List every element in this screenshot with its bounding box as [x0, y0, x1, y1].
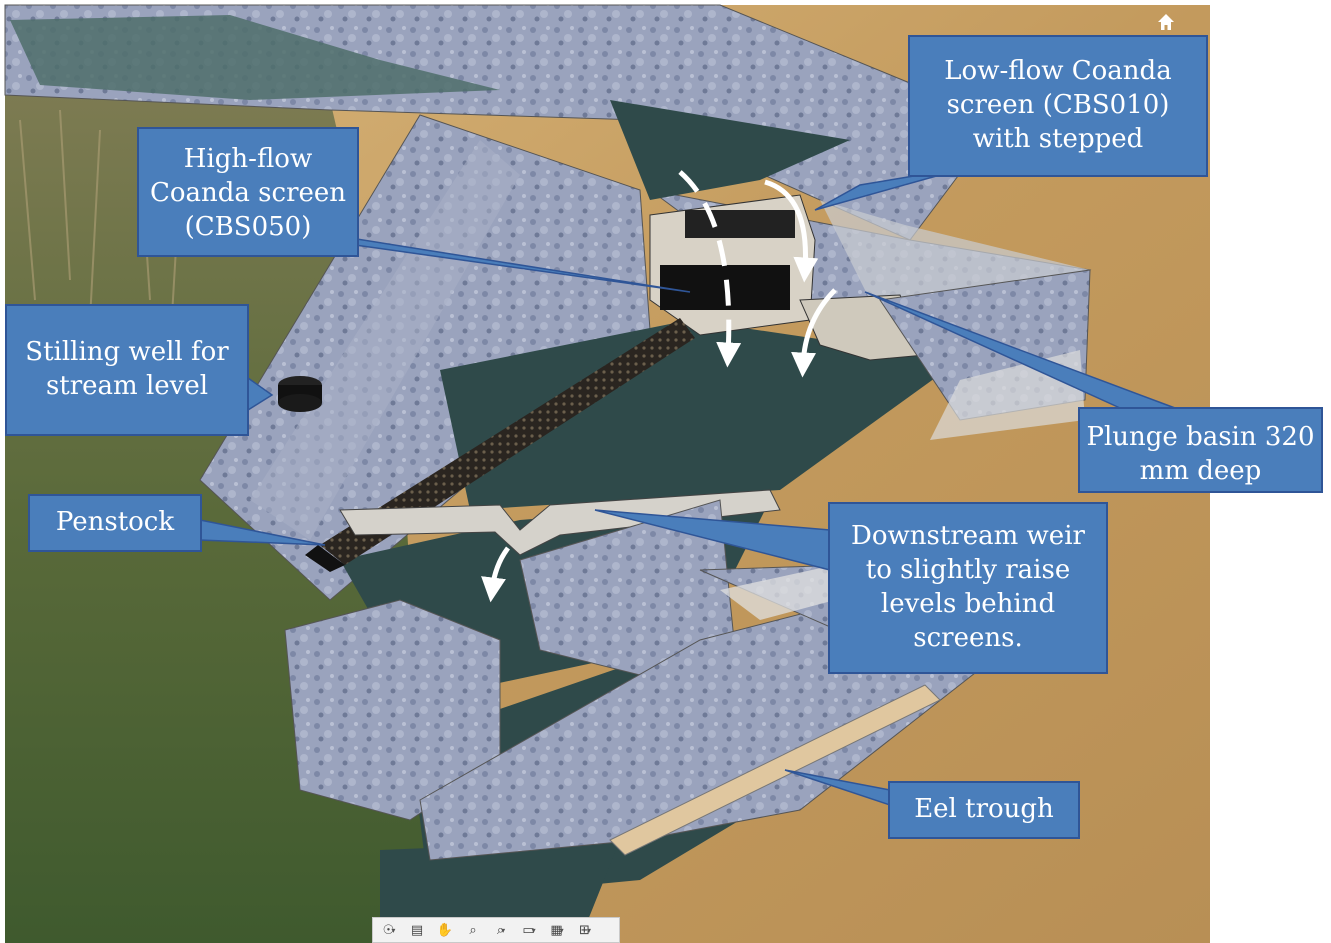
downstream-weir-callout: Downstream weir to slightly raise levels… — [828, 502, 1108, 674]
plunge-basin-label: Plunge basin 320 mm deep — [1086, 422, 1315, 486]
low-flow-screen-callout: Low-flow Coanda screen (CBS010) with ste… — [908, 35, 1208, 177]
eel-trough-label: Eel trough — [914, 794, 1054, 825]
home-icon[interactable] — [1156, 12, 1176, 32]
downstream-weir-label: Downstream weir to slightly raise levels… — [851, 521, 1085, 653]
high-flow-screen-label: High-flow Coanda screen (CBS050) — [149, 144, 347, 242]
grid-icon[interactable]: ▦▾ — [550, 922, 564, 938]
high-flow-screen-callout: High-flow Coanda screen (CBS050) — [137, 127, 359, 257]
viewport-layout-icon[interactable]: ⊞▾ — [579, 922, 591, 938]
plunge-basin-callout: Plunge basin 320 mm deep — [1078, 407, 1323, 493]
stilling-well-callout: Stilling well for stream level — [5, 304, 249, 436]
display-style-icon[interactable]: ▭▾ — [522, 922, 536, 938]
pan-icon[interactable]: ✋ — [436, 922, 454, 938]
zoom-window-icon[interactable]: ⌕ — [469, 922, 477, 938]
navigation-toolbar: ☉▾ ▤ ✋ ⌕ ⌕▾ ▭▾ ▦▾ ⊞▾ — [372, 917, 620, 943]
orbit-icon[interactable]: ☉▾ — [382, 922, 396, 938]
stilling-well-label: Stilling well for stream level — [25, 337, 229, 401]
pan-camera-icon[interactable]: ▤ — [410, 922, 424, 938]
penstock-label: Penstock — [55, 507, 175, 538]
zoom-icon[interactable]: ⌕▾ — [496, 922, 506, 938]
penstock-callout: Penstock — [28, 494, 202, 552]
eel-trough-callout: Eel trough — [888, 781, 1080, 839]
low-flow-screen-label: Low-flow Coanda screen (CBS010) with ste… — [944, 56, 1172, 154]
